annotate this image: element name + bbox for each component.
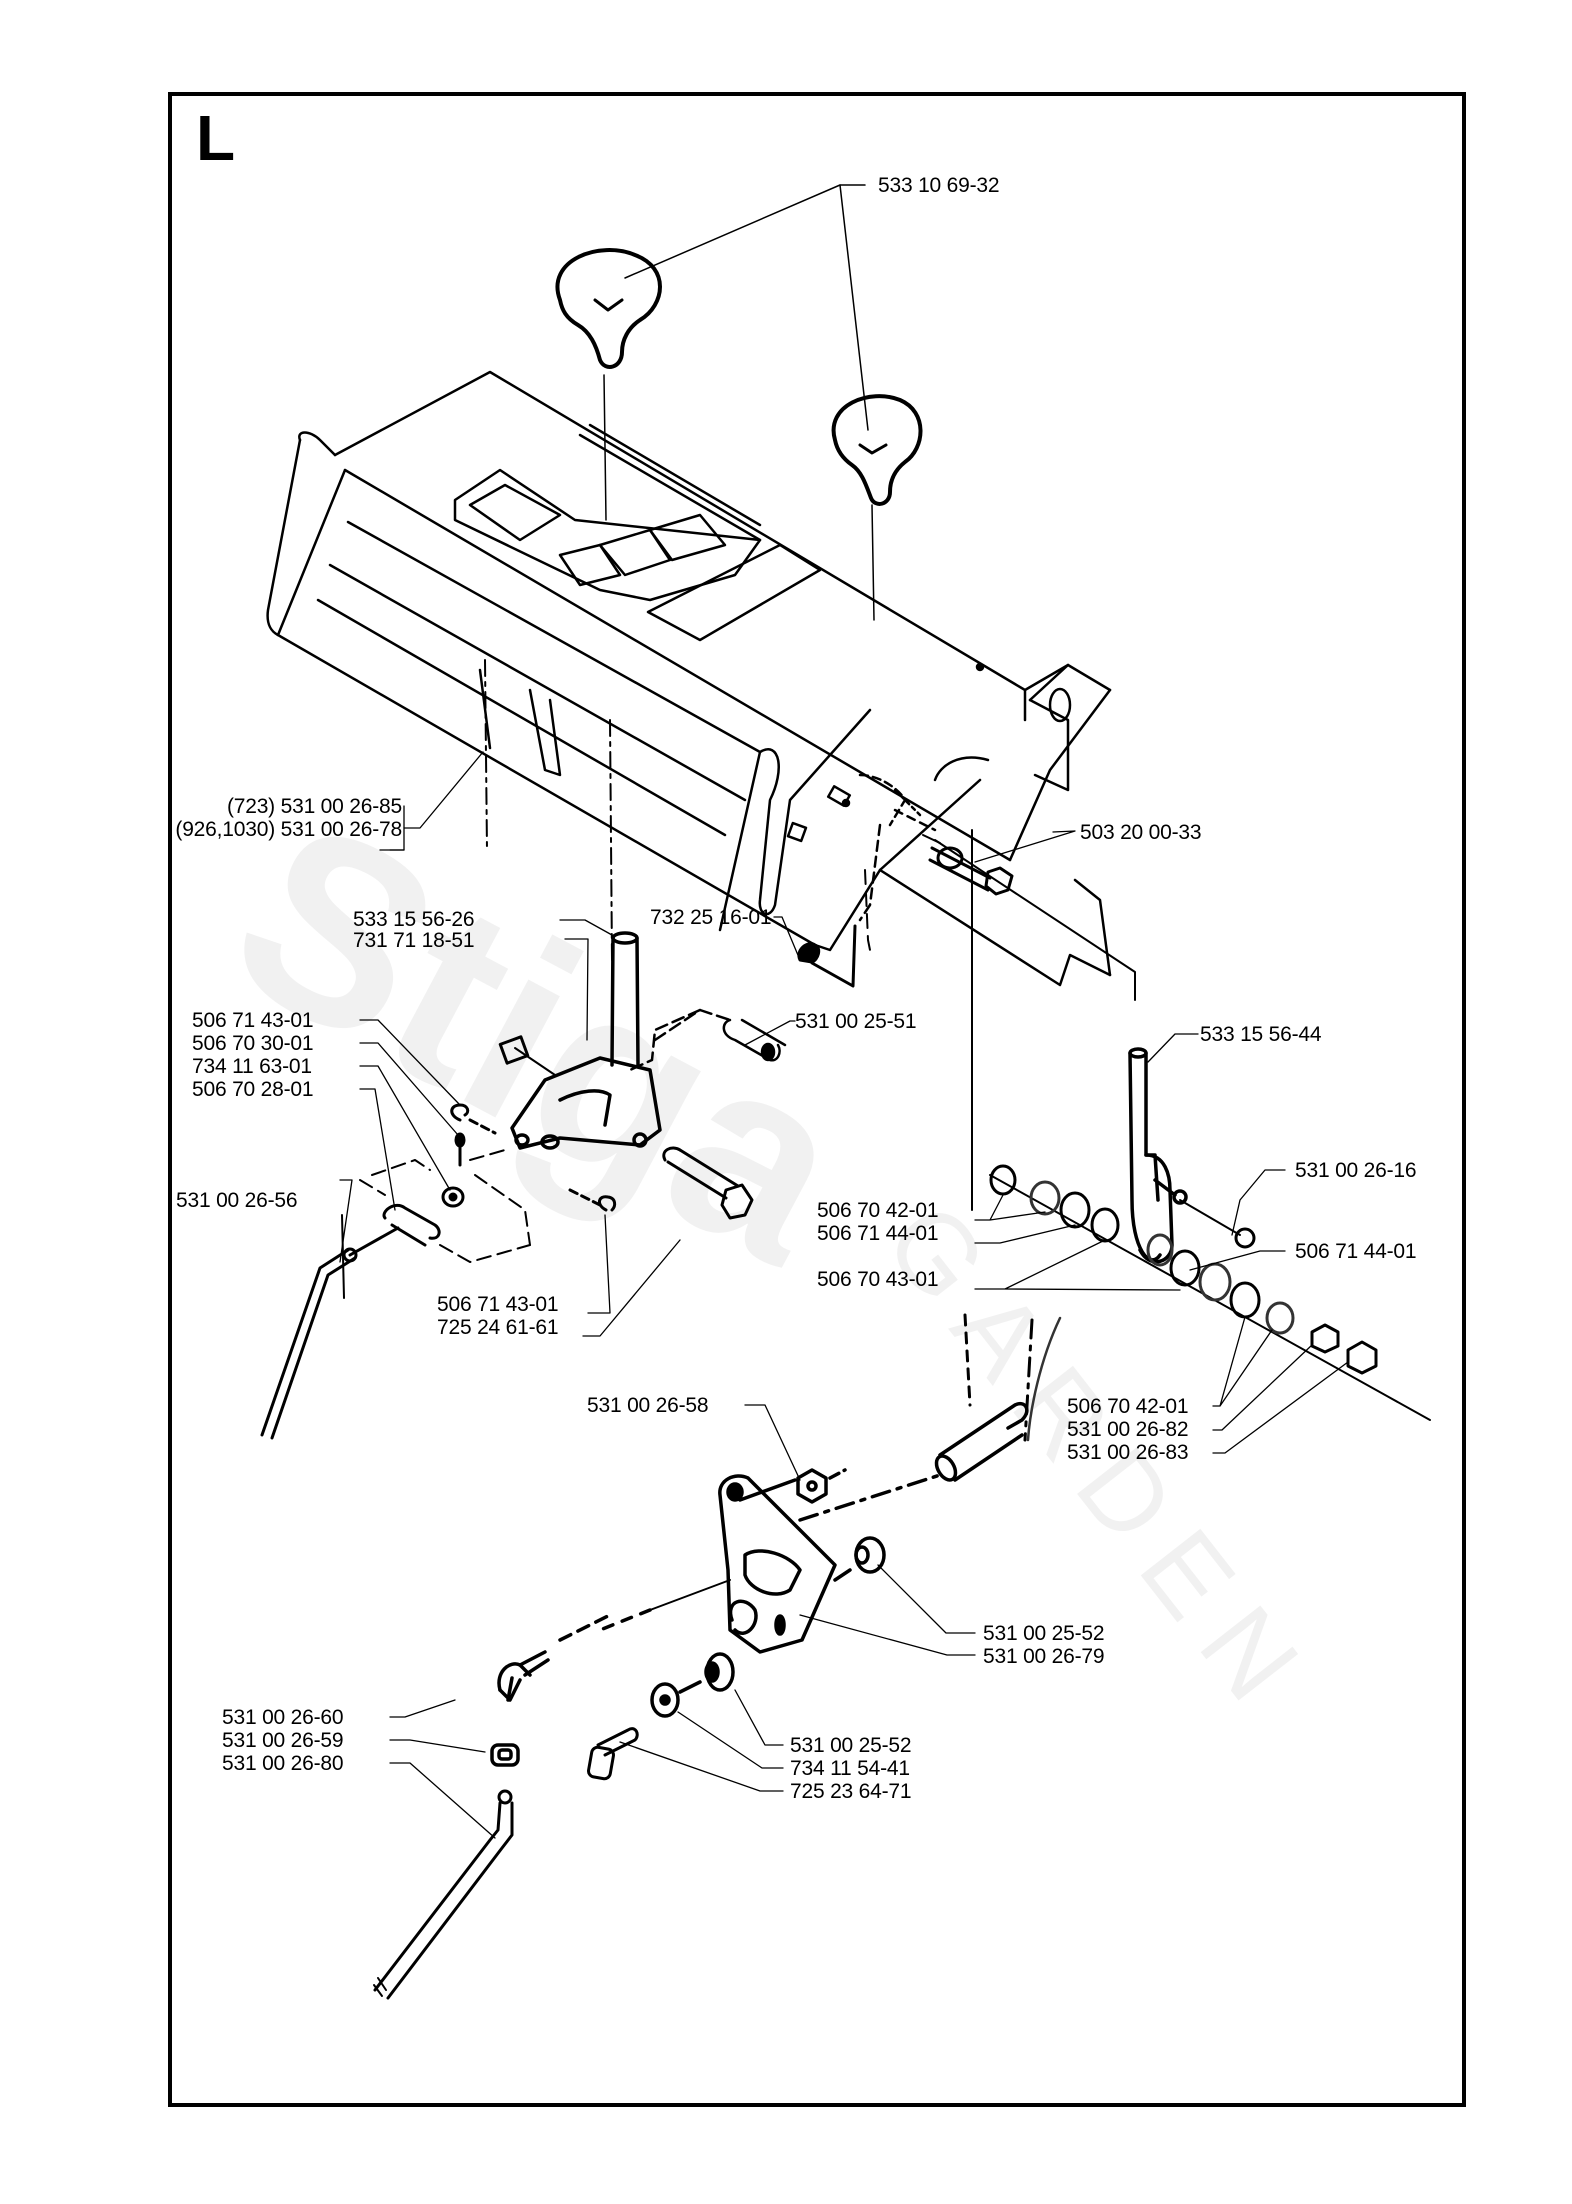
- label-nut-731-71-18-51: 731 71 18-51: [353, 929, 475, 952]
- label-sleeve-531-00-25-51: 531 00 25-51: [795, 1010, 917, 1033]
- bolt-503-20-00-33: [922, 834, 1014, 896]
- eclip-upper: [450, 1103, 497, 1135]
- knob-leaders: [603, 184, 875, 621]
- label-washer-506-70-43-01: 506 70 43-01: [817, 1268, 939, 1291]
- label-console-723: (723) 531 00 26-85: [226, 795, 402, 818]
- section-letter: L: [196, 102, 236, 174]
- label-nut-531-00-26-58: 531 00 26-58: [587, 1394, 709, 1417]
- pin-506-70-28-01: [382, 1203, 441, 1247]
- label-knob: 533 10 69-32: [878, 174, 1000, 197]
- console-housing: [266, 370, 1112, 987]
- bracket-dashed-outline: [359, 1149, 531, 1263]
- bolt-725-24-61-61: [662, 1146, 754, 1220]
- knob-left: [555, 248, 662, 369]
- label-spring-506-71-44-01-b: 506 71 44-01: [1295, 1240, 1417, 1263]
- washer-734-11-54-41: [650, 1680, 702, 1718]
- nut-531-00-26-59: [490, 1743, 520, 1767]
- bushing-upper: [833, 1536, 886, 1582]
- label-bracket-531-00-26-79: 531 00 26-79: [983, 1645, 1105, 1668]
- label-washer-734-11-63-01: 734 11 63-01: [192, 1055, 312, 1078]
- bushing-lower: [704, 1652, 735, 1692]
- label-washer-506-70-42-01: 506 70 42-01: [817, 1199, 939, 1222]
- label-eclip-506-71-43-01-b: 506 71 43-01: [437, 1293, 559, 1316]
- label-bolt-725-24-61-61: 725 24 61-61: [437, 1316, 559, 1339]
- pin-506-70-30-01: [454, 1132, 466, 1167]
- diagram-frame: [168, 92, 1466, 2107]
- label-console-926-1030: (926,1030) 531 00 26-78: [175, 818, 402, 841]
- label-washer-506-70-30-01: 506 70 30-01: [192, 1032, 314, 1055]
- washer-734-11-63-01: [441, 1186, 465, 1208]
- sleeve-531-00-25-51: [628, 1008, 787, 1072]
- leader-lines: [339, 751, 1349, 1839]
- label-bushing-531-00-25-52-b: 531 00 25-52: [790, 1734, 912, 1757]
- clip-732-25-16-01: [797, 924, 857, 988]
- label-nut-531-00-26-59: 531 00 26-59: [222, 1729, 344, 1752]
- label-pin-506-70-28-01: 506 70 28-01: [192, 1078, 314, 1101]
- label-rod-531-00-26-56: 531 00 26-56: [176, 1189, 298, 1212]
- label-nut-531-00-26-82: 531 00 26-82: [1067, 1418, 1189, 1441]
- nut-531-00-26-58: [738, 1468, 847, 1504]
- right-lower-guides: [963, 1313, 1062, 1442]
- knob-right: [831, 394, 923, 506]
- lever-left: [510, 931, 662, 1150]
- label-eclip-506-71-43-01: 506 71 43-01: [192, 1009, 314, 1032]
- label-bolt-725-23-64-71: 725 23 64-71: [790, 1780, 912, 1803]
- label-lever-533-15-56-26: 533 15 56-26: [353, 908, 475, 931]
- console-axes: [484, 659, 1136, 1211]
- swivel-531-00-26-60: [497, 1613, 612, 1702]
- lever-right: [1128, 1047, 1188, 1264]
- label-bolt-503-20-00-33: 503 20 00-33: [1080, 821, 1202, 844]
- nut-731-71-18-51: [498, 1035, 556, 1076]
- label-spring-506-71-44-01: 506 71 44-01: [817, 1222, 939, 1245]
- bracket-531-00-26-79: [598, 1474, 837, 1654]
- rod-531-00-26-80: [373, 1789, 514, 2000]
- label-nut-531-00-26-16: 531 00 26-16: [1295, 1159, 1417, 1182]
- label-washer-734-11-54-41: 734 11 54-41: [790, 1757, 910, 1780]
- label-swivel-531-00-26-60: 531 00 26-60: [222, 1706, 344, 1729]
- label-bushing-531-00-25-52: 531 00 25-52: [983, 1622, 1105, 1645]
- label-clip-732-25-16-01: 732 25 16-01: [650, 906, 772, 929]
- label-lever-533-15-56-44: 533 15 56-44: [1200, 1023, 1322, 1046]
- label-nut-531-00-26-83: 531 00 26-83: [1067, 1441, 1189, 1464]
- label-washer-506-70-42-01-b: 506 70 42-01: [1067, 1395, 1189, 1418]
- rod-531-00-26-56: [260, 1214, 400, 1440]
- label-rod-531-00-26-80: 531 00 26-80: [222, 1752, 344, 1775]
- right-washer-stack: [989, 1164, 1431, 1421]
- bolt-725-23-64-71: [587, 1727, 639, 1781]
- eclip-lower: [568, 1188, 617, 1212]
- pivot-pin: [798, 1402, 1029, 1522]
